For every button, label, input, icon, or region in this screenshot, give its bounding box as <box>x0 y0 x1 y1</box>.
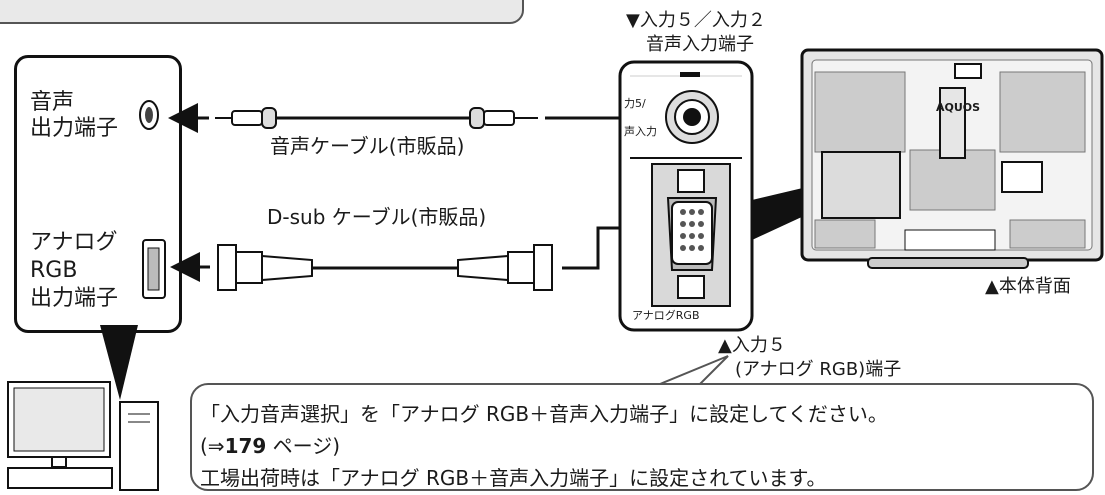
audio-cable-label: 音声ケーブル(市販品) <box>270 134 465 158</box>
note-box <box>190 383 1094 491</box>
audio-out-label-2: 出力端子 <box>30 116 119 141</box>
audio-in-callout-2: 音声入力端子 <box>646 34 754 55</box>
rgb-in-callout-2: (アナログ RGB)端子 <box>735 359 902 380</box>
panel-text-1: 力5/ <box>624 97 646 110</box>
pc-illustration <box>7 325 159 491</box>
top-banner <box>0 0 524 24</box>
tv-rear-illustration <box>800 48 1104 269</box>
note-pointer <box>659 355 729 385</box>
note-line-1: 「入力音声選択」を「アナログ RGB＋音声入力端子」に設定してください。 <box>200 402 888 426</box>
pc-rgb-port <box>142 239 166 299</box>
note-line-3: 工場出荷時は「アナログ RGB＋音声入力端子」に設定されています。 <box>200 466 827 490</box>
dsub-cable-label: D-sub ケーブル(市販品) <box>267 205 487 229</box>
audio-cable <box>168 103 674 133</box>
audio-out-label-1: 音声 <box>30 90 75 115</box>
brand-label: AQUOS <box>936 101 981 114</box>
audio-in-callout-1: ▼入力５／入力２ <box>626 10 766 31</box>
tv-input-panel <box>618 60 754 332</box>
rgb-out-label-1: アナログ <box>30 230 118 255</box>
note-line-2-prefix: (⇒ <box>200 434 225 458</box>
panel-text-3: アナログRGB <box>632 309 700 322</box>
rgb-in-callout-1: ▲入力５ <box>718 335 786 356</box>
note-line-2: (⇒179 ページ) <box>200 430 340 459</box>
note-line-2-suffix: ページ) <box>266 434 341 458</box>
dsub-cable <box>170 213 666 291</box>
pc-audio-jack <box>139 100 159 130</box>
rgb-out-label-3: 出力端子 <box>30 286 119 311</box>
note-page-number: 179 <box>224 434 267 458</box>
rear-view-label: ▲本体背面 <box>985 276 1071 297</box>
rgb-out-label-2: RGB <box>30 258 78 283</box>
panel-text-2: 声入力 <box>624 125 657 138</box>
